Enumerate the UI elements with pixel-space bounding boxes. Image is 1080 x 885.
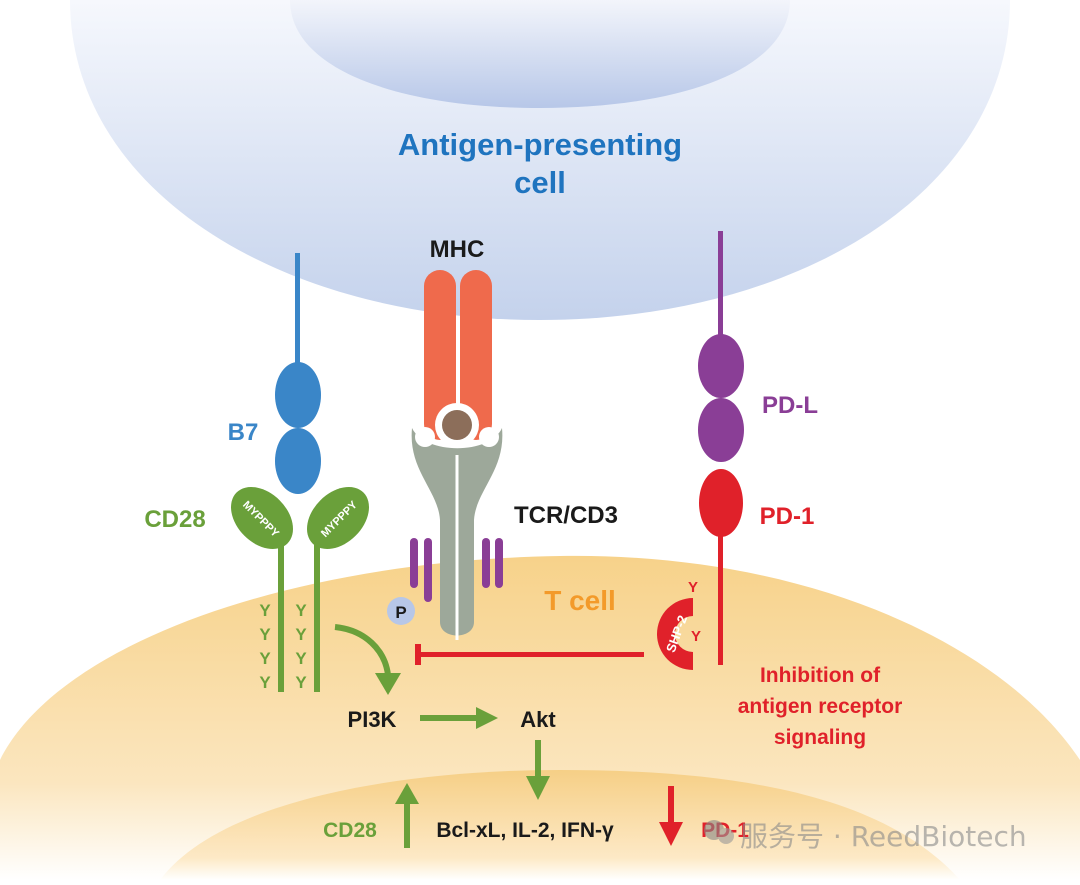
cd28-tyrosine: Y <box>259 673 271 692</box>
inhibition-text-2: antigen receptor <box>738 695 903 718</box>
b7-molecule: B7 <box>228 253 321 494</box>
apc-label: Antigen-presenting <box>398 127 682 162</box>
shp2-tyrosine: Y <box>691 628 701 645</box>
pd1-tyrosine: Y <box>688 579 698 596</box>
akt-to-nucleus-arrow <box>535 740 541 780</box>
up-arrow <box>404 800 410 848</box>
cd28-tyrosine: Y <box>259 601 271 620</box>
cd28-to-pi3k-arrow <box>334 624 391 676</box>
cd28-tyrosine: Y <box>295 649 307 668</box>
target-genes: Bcl-xL, IL-2, IFN-γ <box>436 819 614 842</box>
apc-label-2: cell <box>514 165 566 200</box>
cd28-tyrosine: Y <box>295 673 307 692</box>
shp2-shape <box>657 598 693 670</box>
antigen-peptide <box>442 410 472 440</box>
mhc-chain-right <box>460 270 492 440</box>
inhibition-text-3: signaling <box>774 726 866 749</box>
phosphate-circle <box>387 597 415 625</box>
pdl-label: PD-L <box>762 392 818 419</box>
cd28-molecule: MYPPPY MYPPPY CD28 Y Y Y Y Y Y Y Y <box>144 487 369 692</box>
cd28-tyrosine: Y <box>295 601 307 620</box>
mhc-tcr-complex: MHC P TCR/CD3 <box>387 236 618 640</box>
apc-nucleus <box>290 0 790 108</box>
t-cell: T cell <box>0 555 1080 880</box>
phosphate-label: P <box>395 603 406 622</box>
cd28-tyrosine: Y <box>295 625 307 644</box>
t-cell-nucleus <box>160 770 960 880</box>
mhc-chain-left <box>424 270 456 440</box>
pi3k-to-akt-arrow <box>420 715 480 721</box>
b7-label: B7 <box>228 419 259 446</box>
pdl-pd1-complex: PD-L PD-1 Y SHP-2 Y <box>657 231 818 670</box>
cd28-label: CD28 <box>144 506 205 533</box>
tcr-label: TCR/CD3 <box>514 502 618 529</box>
antigen-presenting-cell: Antigen-presenting cell <box>70 0 1010 320</box>
down-arrow <box>668 786 674 826</box>
watermark: 服务号 · ReedBiotech <box>704 820 1027 853</box>
cd28-up-label: CD28 <box>323 819 377 842</box>
watermark-text: 服务号 · ReedBiotech <box>740 820 1027 853</box>
inhibition-text: Inhibition of <box>760 664 881 687</box>
cd28-tyrosine: Y <box>259 625 271 644</box>
akt-label: Akt <box>520 707 556 732</box>
t-cell-label: T cell <box>544 585 616 616</box>
inhibition-arrow <box>415 644 644 665</box>
pi3k-label: PI3K <box>348 707 397 732</box>
mhc-label: MHC <box>430 236 485 263</box>
pd1-label: PD-1 <box>760 503 815 530</box>
cd28-tyrosine: Y <box>259 649 271 668</box>
